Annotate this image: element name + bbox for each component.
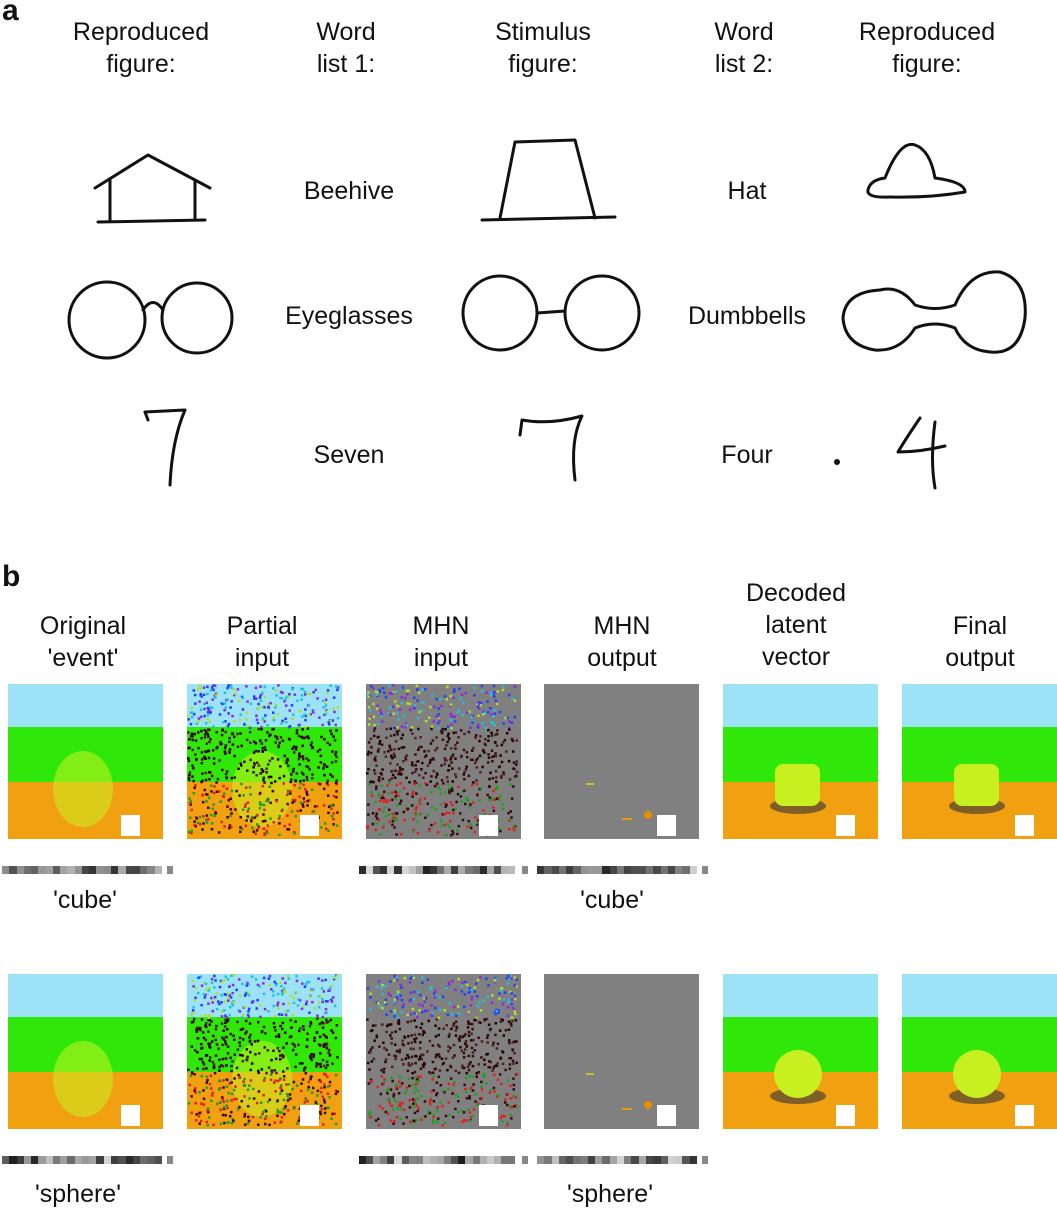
- word-hat: Hat: [727, 177, 767, 205]
- word-eyeglasses: Eyeglasses: [285, 302, 413, 330]
- latent-vector-bar: [2, 1156, 162, 1164]
- drawing-seven-reproduced: [143, 408, 187, 487]
- latent-vector-bar: [359, 1156, 516, 1164]
- panel-a-label: a: [2, 0, 19, 27]
- drawing-spectacles-stimulus: [461, 274, 641, 352]
- drawing-beehive-house: [93, 153, 212, 224]
- mhn-input-image: [366, 684, 521, 839]
- drawing-four: [834, 416, 947, 490]
- word-seven: Seven: [313, 441, 385, 469]
- drawing-seven-stimulus: [518, 414, 584, 482]
- latent-vector-bar: [537, 866, 697, 874]
- drawing-trapezoid: [480, 138, 617, 222]
- panel-b-label: b: [2, 560, 21, 593]
- header-mhn-output: MHN output: [587, 612, 657, 672]
- drawing-dumbbells: [841, 270, 1027, 354]
- header-final-output: Final output: [945, 612, 1015, 672]
- word-beehive: Beehive: [303, 177, 395, 205]
- header-mhn-input: MHN input: [412, 612, 470, 672]
- decoded-latent-image: [723, 684, 878, 839]
- latent-vector-extra-cell: [702, 1156, 708, 1164]
- decoded-latent-image: [723, 974, 878, 1129]
- drawing-hat: [866, 142, 967, 199]
- label-sphere-input: 'sphere': [35, 1180, 121, 1208]
- header-original-event: Original 'event': [39, 612, 127, 672]
- label-sphere-output: 'sphere': [567, 1180, 653, 1208]
- header-word-list-2: Word list 2:: [714, 18, 774, 78]
- header-reproduced-figure-2: Reproduced figure:: [858, 18, 996, 78]
- final-output-image: [902, 974, 1057, 1129]
- latent-vector-bar: [359, 866, 516, 874]
- latent-vector-extra-cell: [167, 1156, 173, 1164]
- header-reproduced-figure-1: Reproduced figure:: [72, 18, 210, 78]
- latent-vector-extra-cell: [522, 866, 528, 874]
- mhn-output-image: [544, 974, 699, 1129]
- line-drawings: [67, 138, 1027, 490]
- mhn-output-image: [544, 684, 699, 839]
- word-four: Four: [721, 441, 773, 469]
- latent-vector-extra-cell: [702, 866, 708, 874]
- partial-input-image: [187, 974, 342, 1129]
- mhn-input-image: [366, 974, 521, 1129]
- word-dumbbells: Dumbbells: [687, 302, 807, 330]
- header-decoded-latent-vector: Decoded latent vector: [745, 579, 847, 671]
- latent-vector-extra-cell: [522, 1156, 528, 1164]
- original-event-image: [8, 974, 163, 1129]
- header-word-list-1: Word list 1:: [316, 18, 376, 78]
- latent-vector-extra-cell: [167, 866, 173, 874]
- drawing-eyeglasses: [67, 280, 234, 360]
- header-stimulus-figure: Stimulus figure:: [495, 18, 591, 78]
- partial-input-image: [187, 684, 342, 839]
- label-cube-input: 'cube': [53, 886, 117, 914]
- latent-vector-bar: [2, 866, 162, 874]
- original-event-image: [8, 684, 163, 839]
- final-output-image: [902, 684, 1057, 839]
- latent-vector-bar: [537, 1156, 697, 1164]
- header-partial-input: Partial input: [226, 612, 298, 672]
- label-cube-output: 'cube': [580, 886, 644, 914]
